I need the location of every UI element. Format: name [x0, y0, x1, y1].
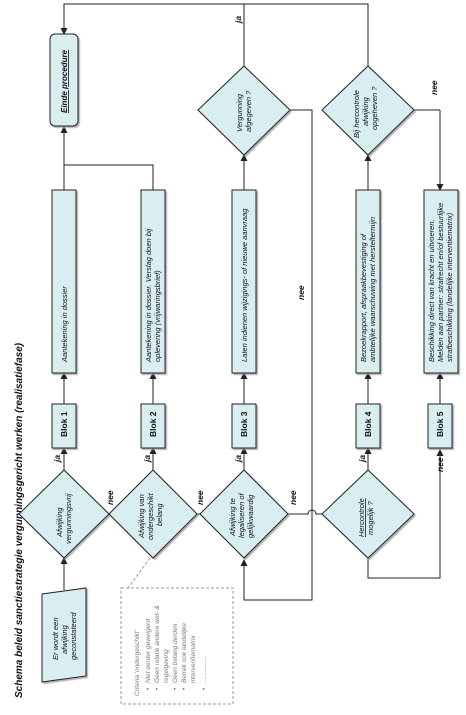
- blok-3: Blok 3: [231, 403, 257, 449]
- action-4-line-1: Bezoekrapport, afspraakbevestiging of: [359, 233, 368, 362]
- decision-2-line-2: ondergeschikt: [146, 492, 155, 540]
- criteria-more: ...............: [201, 656, 208, 683]
- criteria-item-2a: Geen relatie andere wet- &: [154, 605, 161, 683]
- decision-3: Afwijking te legaliseren of gelijkwaardi…: [199, 469, 289, 559]
- action-1-line-1: Aantekening in dossier: [60, 286, 69, 363]
- label-nee-1: nee: [105, 490, 115, 505]
- start-line-1: Er wordt een: [51, 617, 60, 660]
- blok-1: Blok 1: [51, 403, 77, 449]
- action-5-line-3: strafbeschikking (landelijke interventie…: [445, 212, 454, 362]
- decision-1-line-1: Afwijking: [55, 507, 64, 538]
- label-ja-top: ja: [233, 16, 243, 24]
- action-2: Aantekening in dossier. Verslag doen bij…: [140, 189, 166, 374]
- action-3-line-1: Laten indienen wijzigings- of nieuwe aan…: [240, 208, 249, 362]
- blok-4: Blok 4: [355, 403, 381, 449]
- action-2-line-1: Aantekening in dossier. Verslag doen bij: [144, 228, 153, 363]
- blok-5: Blok 5: [427, 403, 453, 449]
- decision-4-line-1: Hercontrole: [357, 498, 366, 537]
- diagram-title: Schema beleid sanctiestrategie vergunnin…: [14, 342, 25, 698]
- label-ja-4: ja: [357, 455, 367, 463]
- action-1: Aantekening in dossier: [51, 189, 77, 374]
- svg-text:afwijking: afwijking: [60, 624, 69, 654]
- svg-text:•: •: [145, 687, 152, 690]
- blok-4-label: Blok 4: [363, 411, 373, 437]
- svg-text:•: •: [181, 687, 188, 690]
- blok-1-label: Blok 1: [59, 411, 69, 437]
- decision-4: Hercontrole mogelijk ?: [321, 469, 415, 559]
- label-nee-2: nee: [195, 490, 205, 505]
- decision-4-line-2: mogelijk ?: [366, 500, 375, 535]
- start-line-3: geconstateerd: [69, 612, 78, 660]
- decision-1-line-2: vergunningsvrij: [64, 493, 73, 544]
- label-nee-hercontrole: nee: [429, 80, 439, 95]
- decision-hercontrole-opgeheven: Bij hercontrole afwijking opgeheven ?: [321, 65, 415, 156]
- label-ja-1: ja: [52, 455, 62, 463]
- decision-2-line-1: Afwijking van: [137, 494, 146, 539]
- action-3: Laten indienen wijzigings- of nieuwe aan…: [231, 189, 257, 374]
- action-4: Bezoekrapport, afspraakbevestiging of am…: [355, 189, 381, 374]
- decision-6-line-2: afwijking: [361, 96, 370, 126]
- blok-3-label: Blok 3: [239, 411, 249, 437]
- action-5: Beschikking direct van kracht en uitvoer…: [423, 189, 459, 374]
- decision-6-line-1: Bij hercontrole: [352, 90, 361, 138]
- criteria-item-4a: Betrek ook landelijke: [181, 623, 188, 683]
- blok-2-label: Blok 2: [148, 411, 158, 437]
- svg-text:geconstateerd: geconstateerd: [69, 612, 78, 660]
- svg-text:•: •: [172, 687, 179, 690]
- criteria-item-3: Geen belang derden: [172, 623, 179, 683]
- criteria-title: Criteria 'ondergeschikt': [134, 630, 141, 696]
- action-4-line-2: ambtelijke waarschuwing met hersteltermi…: [368, 217, 377, 362]
- decision-5-line-1: Vergunning: [235, 93, 244, 132]
- connectors: [60, 3, 444, 601]
- decision-vergunning: Vergunning afgegeven ?: [197, 65, 291, 156]
- svg-text:•: •: [201, 687, 208, 690]
- flow-labels: ja ja ja ja ja nee nee nee nee nee nee: [52, 16, 445, 505]
- blok-5-label: Blok 5: [435, 411, 445, 437]
- end-box: Einde procedure: [49, 33, 79, 127]
- criteria-item-4b: interventiematrix: [190, 635, 197, 683]
- decision-3-line-1: Afwijking te: [228, 498, 237, 537]
- decision-6-line-3: opgeheven ?: [370, 86, 379, 130]
- start-shape: Er wordt een afwijking geconstateerd: [41, 587, 87, 683]
- start-line-2: afwijking: [60, 624, 69, 654]
- label-ja-2: ja: [142, 455, 152, 463]
- decision-2-line-3: belang: [155, 503, 164, 526]
- criteria-box: Criteria 'ondergeschikt' • Niet eerder g…: [120, 557, 234, 705]
- decision-3-line-3: gelijkwaardig: [246, 494, 255, 538]
- svg-text:•: •: [154, 687, 161, 690]
- action-5-line-1: Beschikking direct van kracht en uitvoer…: [427, 219, 436, 362]
- criteria-item-1: Niet eerder geweigerd: [145, 619, 152, 683]
- blok-2: Blok 2: [140, 403, 166, 449]
- decision-2: Afwijking van ondergeschikt belang: [108, 469, 198, 559]
- action-2-line-2: oplevering (vrijwaringsbrief): [153, 270, 162, 362]
- criteria-item-2b: regelgeving: [163, 649, 170, 683]
- end-label: Einde procedure: [60, 49, 69, 113]
- svg-text:Er wordt een: Er wordt een: [51, 617, 60, 660]
- label-nee-4: nee: [435, 457, 445, 472]
- decision-1: Afwijking vergunningsvrij: [18, 469, 110, 559]
- label-nee-3: nee: [288, 490, 298, 505]
- action-5-line-2: Melden aan partner: strafrecht en/of bes…: [436, 203, 445, 362]
- decision-5-line-2: afgegeven ?: [244, 90, 253, 132]
- label-ja-3: ja: [233, 455, 243, 463]
- label-nee-vergunning: nee: [296, 285, 306, 300]
- decision-3-line-2: legaliseren of: [237, 492, 246, 538]
